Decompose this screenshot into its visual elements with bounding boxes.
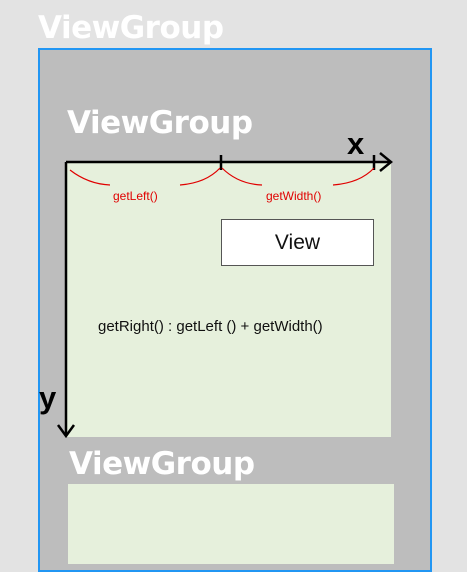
get-right-formula: getRight() : getLeft () + getWidth() xyxy=(98,318,323,335)
outer-viewgroup-title: ViewGroup xyxy=(38,10,224,46)
x-axis-arrowhead xyxy=(379,152,393,172)
axis-arrows xyxy=(56,152,393,439)
x-axis-label: x xyxy=(347,126,365,161)
child-view-box: View xyxy=(221,219,374,266)
get-left-brace xyxy=(69,167,221,186)
get-width-label: getWidth() xyxy=(266,189,322,203)
get-width-brace xyxy=(221,167,375,186)
child-view-label: View xyxy=(274,230,321,254)
y-axis-label: y xyxy=(39,380,57,415)
parent-viewgroup-content xyxy=(66,162,391,437)
get-left-label: getLeft() xyxy=(113,189,158,203)
y-axis-arrowhead xyxy=(56,424,76,439)
sibling-viewgroup-title: ViewGroup xyxy=(69,446,255,482)
sibling-viewgroup-content xyxy=(68,484,394,564)
parent-viewgroup-title: ViewGroup xyxy=(67,105,253,141)
